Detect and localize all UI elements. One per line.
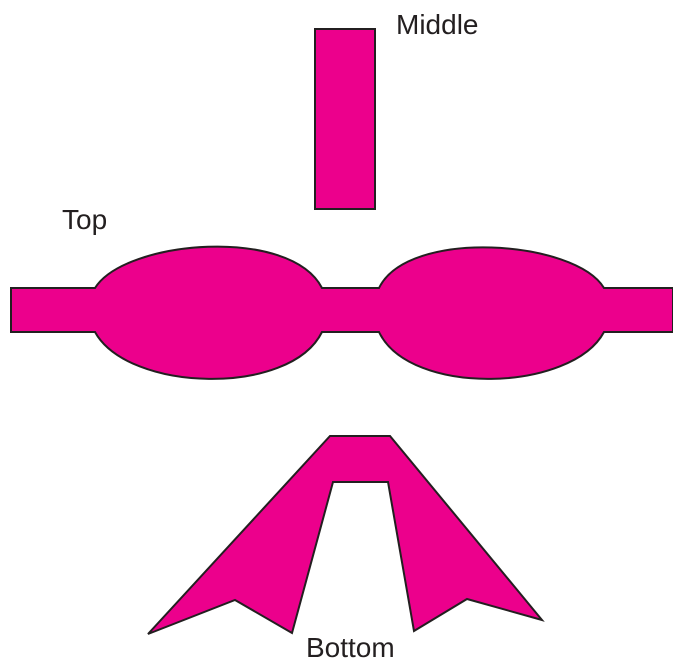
bottom-piece	[148, 436, 542, 634]
top-piece	[11, 247, 673, 379]
bottom-label: Bottom	[306, 634, 395, 660]
middle-label: Middle	[396, 11, 478, 39]
top-label: Top	[62, 206, 107, 234]
middle-piece	[315, 29, 375, 209]
